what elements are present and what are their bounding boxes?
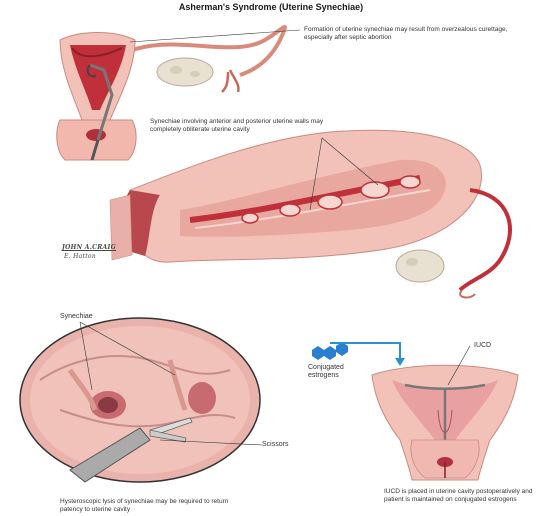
caption-hysteroscopic: Hysteroscopic lysis of synechiae may be … bbox=[60, 498, 229, 513]
arrow-to-iucd-icon bbox=[330, 342, 405, 366]
caption-iucd-note: IUCD is placed in uterine cavity postope… bbox=[384, 488, 533, 503]
artist-signature: JOHN A.CRAIG bbox=[62, 244, 116, 251]
caption-synechiae-walls: Synechiae involving anterior and posteri… bbox=[150, 118, 324, 133]
label-scissors: Scissors bbox=[262, 441, 289, 448]
sagittal-uterus-illustration bbox=[109, 129, 512, 299]
label-iucd: IUCD bbox=[474, 342, 492, 349]
label-conjugated-estrogens: Conjugated estrogens bbox=[308, 364, 344, 379]
hysteroscopic-view-illustration bbox=[19, 317, 263, 483]
uterus-iucd-illustration bbox=[371, 345, 519, 481]
artist-credit: E. Hatton bbox=[64, 253, 97, 260]
estrogen-molecule-icon bbox=[312, 342, 348, 360]
page-title: Asherman's Syndrome (Uterine Synechiae) bbox=[178, 2, 364, 12]
uterus-curettage-illustration bbox=[56, 25, 301, 161]
caption-curettage: Formation of uterine synechiae may resul… bbox=[304, 26, 508, 41]
label-synechiae: Synechiae bbox=[60, 313, 93, 320]
